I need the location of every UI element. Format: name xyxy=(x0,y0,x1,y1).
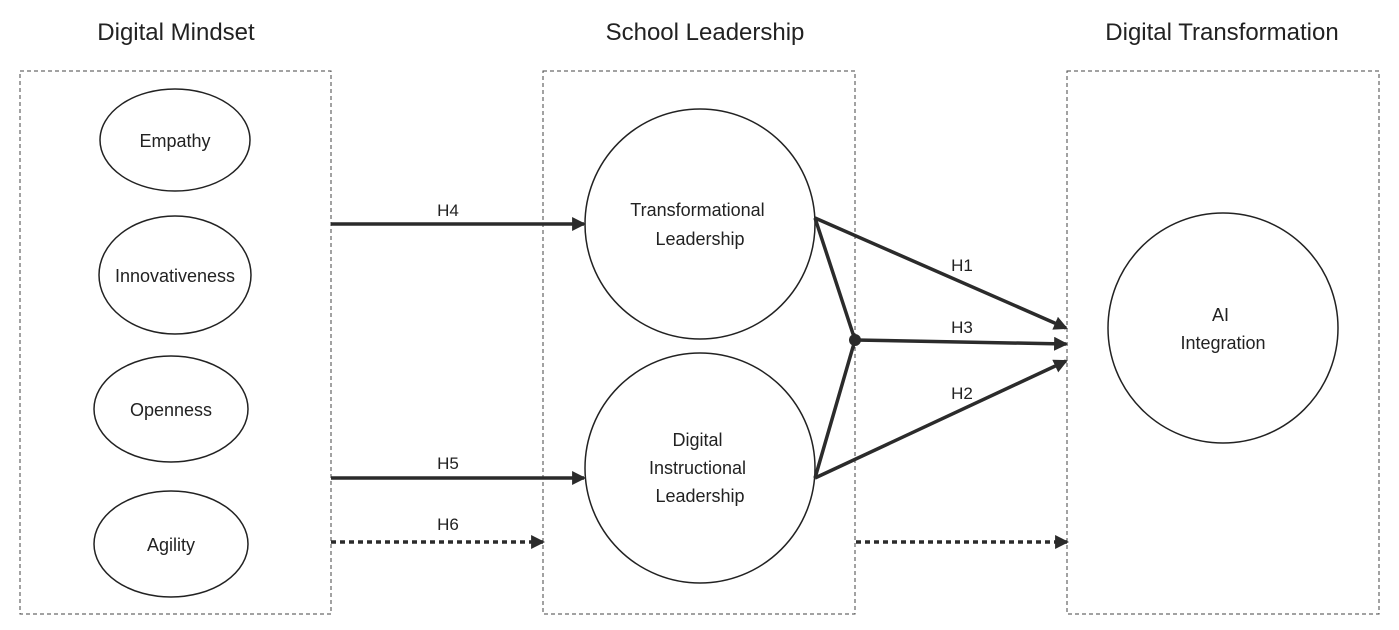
openness-label: Openness xyxy=(130,400,212,420)
node-agility: Agility xyxy=(93,490,249,598)
ai-integration-line-2: Integration xyxy=(1180,333,1265,353)
transformational-leadership-line-2: Leadership xyxy=(655,229,744,249)
heading-school-leadership: School Leadership xyxy=(606,19,805,46)
h2-label: H2 xyxy=(951,384,973,403)
h4-label: H4 xyxy=(437,201,459,220)
transformational-leadership-label: Transformational Leadership xyxy=(630,200,769,249)
h1-label: H1 xyxy=(951,256,973,275)
ai-integration-label: AI Integration xyxy=(1180,305,1265,353)
h3-arrow xyxy=(854,336,1069,351)
digital-instructional-leadership-label: Digital Instructional Leadership xyxy=(649,430,751,506)
transformational-to-junction-line xyxy=(813,217,857,341)
digital-instructional-leadership-line-2: Instructional xyxy=(649,458,746,478)
node-innovativeness: Innovativeness xyxy=(98,215,252,335)
innovativeness-label: Innovativeness xyxy=(115,266,235,286)
digital-mindset-box xyxy=(19,70,332,615)
h5-label: H5 xyxy=(437,454,459,473)
node-ai-integration: AI Integration xyxy=(1107,212,1339,444)
node-empathy: Empathy xyxy=(99,88,251,192)
digital-instructional-leadership-line-3: Leadership xyxy=(655,486,744,506)
h1-arrow xyxy=(814,216,1068,330)
instructional-to-junction-line xyxy=(813,339,857,479)
h6-label: H6 xyxy=(437,515,459,534)
digital-instructional-leadership-line-1: Digital xyxy=(672,430,722,450)
ai-integration-line-1: AI xyxy=(1212,305,1229,325)
empathy-label: Empathy xyxy=(139,131,210,151)
node-digital-instructional-leadership: Digital Instructional Leadership xyxy=(584,352,816,584)
heading-digital-mindset: Digital Mindset xyxy=(97,19,255,46)
agility-label: Agility xyxy=(147,535,195,555)
node-openness: Openness xyxy=(93,355,249,463)
h2-arrow xyxy=(814,359,1068,480)
h3-label: H3 xyxy=(951,318,973,337)
node-transformational-leadership: Transformational Leadership xyxy=(584,108,816,340)
transformational-leadership-line-1: Transformational xyxy=(630,200,764,220)
heading-digital-transformation: Digital Transformation xyxy=(1105,19,1338,46)
